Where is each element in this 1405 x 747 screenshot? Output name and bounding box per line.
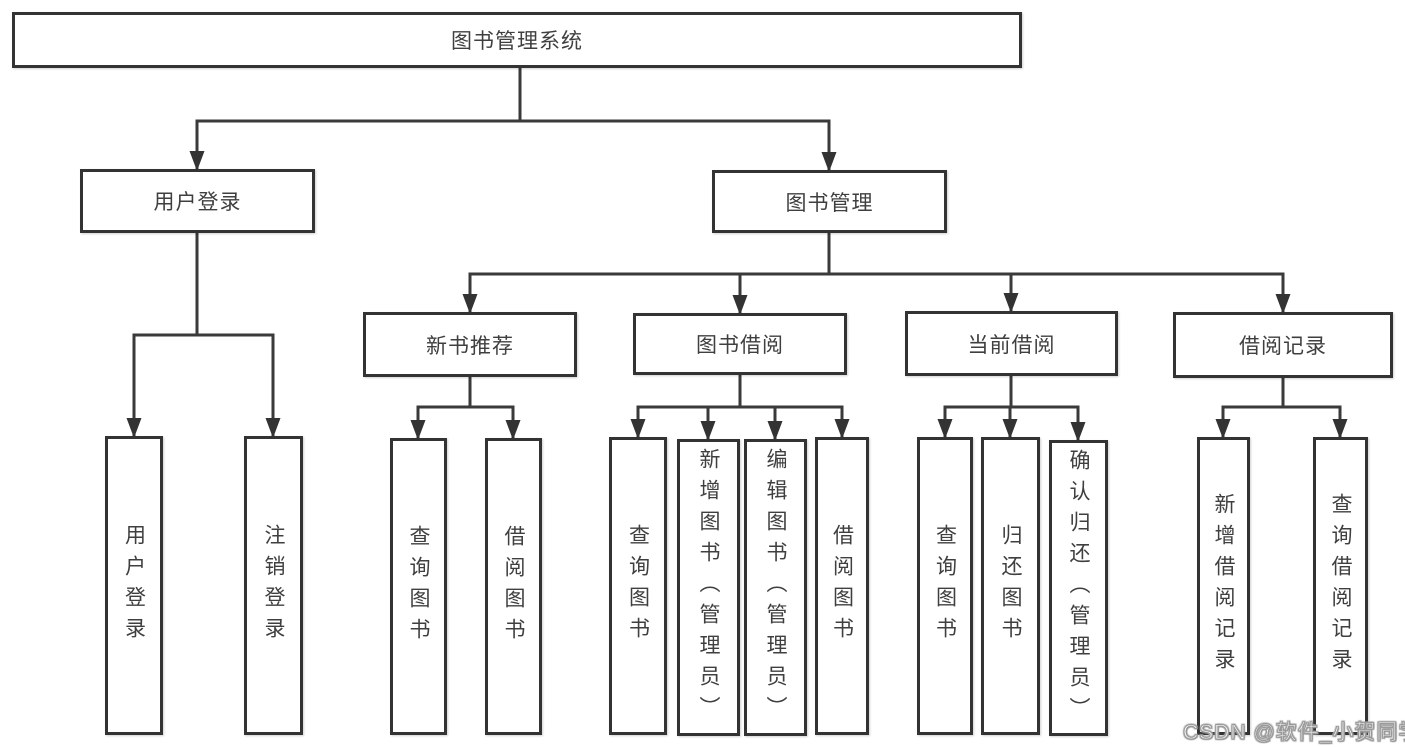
leaf-rec-borrow-books-label: 借阅图书	[502, 524, 525, 649]
leaf-rcd-add-record-label: 新增借阅记录	[1212, 493, 1235, 679]
leaf-bor-edit-books-admin-label: 编辑图书（管理员）	[764, 448, 787, 727]
leaf-bor-add-books-admin-label: 新增图书（管理员）	[697, 448, 720, 727]
csdn-watermark: CSDN @软件_小贺同学	[1182, 721, 1405, 745]
leaf-bor-add-books-admin: 新增图书（管理员）	[677, 439, 740, 736]
node-current-borrowing: 当前借阅	[905, 311, 1118, 376]
leaf-cur-query-books-label: 查询图书	[933, 524, 957, 648]
leaf-bor-query-books-label: 查询图书	[626, 524, 650, 648]
leaf-rec-query-books: 查询图书	[390, 438, 447, 735]
leaf-user-login-label: 用户登录	[122, 523, 146, 648]
node-root: 图书管理系统	[12, 12, 1022, 68]
leaf-bor-query-books: 查询图书	[609, 437, 667, 735]
leaf-bor-borrow-books-label: 借阅图书	[830, 524, 854, 648]
leaf-cur-confirm-return-admin: 确认归还（管理员）	[1049, 440, 1108, 736]
node-borrowing-records: 借阅记录	[1173, 312, 1393, 378]
leaf-logout: 注销登录	[244, 436, 303, 735]
leaf-logout-label: 注销登录	[262, 523, 285, 648]
leaf-bor-edit-books-admin: 编辑图书（管理员）	[744, 439, 807, 736]
leaf-rcd-query-record-label: 查询借阅记录	[1329, 493, 1352, 679]
node-user-login-module: 用户登录	[80, 169, 315, 233]
leaf-cur-return-books: 归还图书	[981, 437, 1040, 735]
node-new-book-recommend: 新书推荐	[363, 312, 577, 377]
leaf-cur-query-books: 查询图书	[917, 437, 973, 735]
leaf-bor-borrow-books: 借阅图书	[815, 437, 869, 735]
leaf-rec-query-books-label: 查询图书	[407, 524, 430, 649]
leaf-cur-confirm-return-admin-label: 确认归还（管理员）	[1067, 448, 1090, 728]
node-book-management: 图书管理	[712, 170, 947, 233]
leaf-rcd-query-record: 查询借阅记录	[1313, 437, 1368, 735]
leaf-rec-borrow-books: 借阅图书	[485, 438, 542, 735]
leaf-rcd-add-record: 新增借阅记录	[1197, 437, 1250, 735]
leaf-user-login: 用户登录	[105, 436, 163, 735]
leaf-cur-return-books-label: 归还图书	[999, 524, 1022, 648]
node-book-borrowing: 图书借阅	[633, 313, 847, 375]
